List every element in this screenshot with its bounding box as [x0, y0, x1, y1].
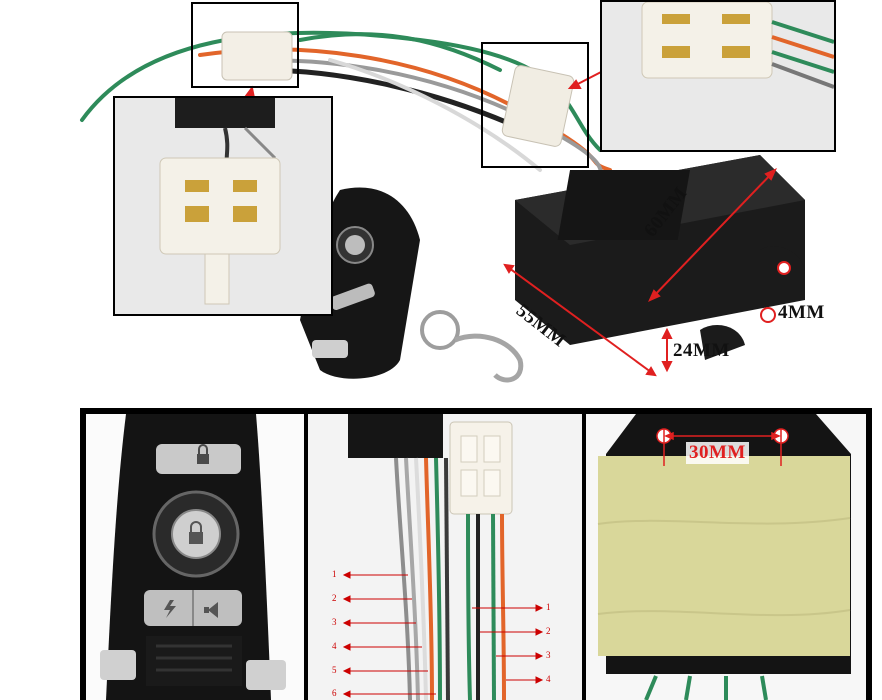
- remote-key: [300, 187, 524, 383]
- wire-number-left-3: 3: [332, 617, 337, 627]
- wire-number-right-1: 1: [546, 602, 551, 612]
- wire-number-left-5: 5: [332, 665, 337, 675]
- inset-connector-closeup-right: [600, 0, 836, 152]
- lightning-icon: [164, 600, 176, 618]
- wire-number-right-4: 4: [546, 674, 551, 684]
- hole-marker-icon: [760, 307, 776, 323]
- bottom-panel-wiring: 1 2 3 4 5 6 1 2 3 4: [308, 414, 582, 700]
- wire-number-left-1: 1: [332, 569, 337, 579]
- lock-icon: [197, 444, 209, 464]
- control-module: [515, 155, 805, 360]
- hole-dimension-label: 4MM: [778, 302, 825, 323]
- wire-number-left-2: 2: [332, 593, 337, 603]
- height-dimension-label: 24MM: [673, 340, 730, 361]
- horn-icon: [204, 602, 218, 618]
- connector-highlight-box-2: [481, 42, 589, 168]
- wire-number-right-2: 2: [546, 626, 551, 636]
- hole-spacing-label: 30MM: [686, 442, 749, 464]
- top-connector: [221, 31, 293, 81]
- wire-number-left-4: 4: [332, 641, 337, 651]
- adhesive-pad: [598, 456, 850, 656]
- inset-connector-closeup-left: [113, 96, 333, 316]
- bottom-panel-remote: [86, 414, 304, 700]
- connector-highlight-box-1: [191, 2, 299, 88]
- wire-number-left-6: 6: [332, 688, 337, 698]
- bottom-panel-module-back: 30MM: [586, 414, 866, 700]
- wire-number-right-3: 3: [546, 650, 551, 660]
